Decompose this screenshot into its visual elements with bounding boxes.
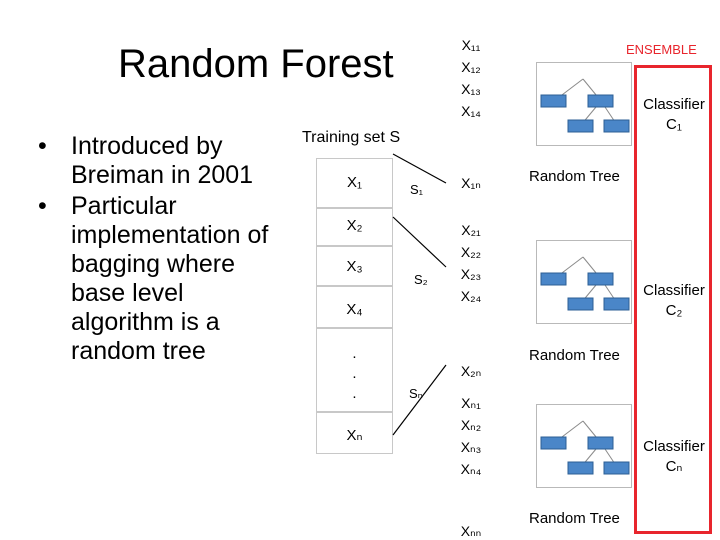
classifier-title: Classifier [643, 96, 705, 113]
bullet-list: • Introduced by Breiman in 2001 • Partic… [38, 132, 288, 368]
random-tree-diagram [536, 62, 632, 146]
tree-node [587, 272, 614, 286]
sample-item: X₂₃ [460, 266, 482, 282]
sample-item: X₁₃ [461, 81, 481, 97]
bullet-text: Introduced by Breiman in 2001 [71, 132, 254, 189]
ellipsis-dot: . [352, 385, 357, 402]
tree-node [587, 436, 614, 450]
random-tree-label: Random Tree [529, 510, 620, 527]
bullet-text: Particular implementation of bagging whe… [71, 192, 269, 365]
training-set-label: Training set S [302, 129, 401, 146]
bullet-item: • Particular implementation of bagging w… [38, 192, 288, 366]
training-row-ellipsis: . . . [316, 328, 393, 412]
bullet-dot-icon: • [38, 192, 47, 220]
classifier-label: Classifier Cₙ [630, 437, 718, 477]
ensemble-box [634, 65, 712, 534]
random-tree-label: Random Tree [529, 168, 620, 185]
bullet-item: • Introduced by Breiman in 2001 [38, 132, 288, 190]
sample-item: X₁₄ [461, 103, 481, 119]
tree-node [540, 436, 567, 450]
subset-samples: Xₙ₁ Xₙ₂ Xₙ₃ Xₙ₄ [448, 392, 494, 480]
sample-item: X₂₂ [460, 244, 482, 260]
tree-node [603, 119, 630, 133]
tree-node [567, 297, 594, 311]
training-row: X₄ [316, 286, 393, 328]
tree-node [603, 297, 630, 311]
tree-node [603, 461, 630, 475]
tree-node [587, 94, 614, 108]
training-row: X₃ [316, 246, 393, 286]
connector-line-s2 [392, 216, 447, 268]
subset-samples: X₂₁ X₂₂ X₂₃ X₂₄ [448, 219, 494, 307]
training-row: Xₙ [316, 412, 393, 454]
tree-node [567, 461, 594, 475]
subset-samples-last: X₂ₙ [448, 360, 494, 382]
random-tree-label: Random Tree [529, 347, 620, 364]
subset-label: S₁ [410, 182, 424, 197]
sample-item: X₁₂ [461, 59, 481, 75]
training-row-text: X₂ [346, 217, 363, 234]
tree-node [540, 94, 567, 108]
sample-item: X₂₁ [461, 222, 481, 238]
sample-item: Xₙ₂ [460, 417, 482, 433]
sample-item: X₂₄ [460, 288, 482, 304]
ellipsis-dot: . [352, 365, 357, 382]
sample-item: X₁ₙ [461, 175, 481, 191]
classifier-name: C₁ [666, 116, 682, 133]
sample-item: Xₙ₁ [461, 395, 481, 411]
training-row-text: X₃ [346, 258, 363, 275]
subset-label: Sₙ [409, 386, 423, 401]
subset-samples-last: Xₙₙ [448, 520, 494, 540]
subset-label: S₂ [414, 272, 428, 287]
classifier-label: Classifier C₁ [630, 95, 718, 135]
tree-node [540, 272, 567, 286]
tree-graphic [540, 78, 630, 133]
classifier-label: Classifier C₂ [630, 281, 718, 321]
sample-item: Xₙ₄ [460, 461, 482, 477]
subset-samples-last: X₁ₙ [448, 172, 494, 194]
ensemble-label: ENSEMBLE [626, 42, 697, 57]
random-tree-diagram [536, 240, 632, 324]
sample-item: X₂ₙ [460, 363, 482, 379]
training-row-text: X₄ [346, 301, 363, 318]
tree-graphic [540, 256, 630, 311]
random-tree-diagram [536, 404, 632, 488]
training-row-text: X₁ [346, 174, 363, 191]
sample-item: Xₙ₃ [460, 439, 482, 455]
classifier-title: Classifier [643, 438, 705, 455]
tree-graphic [540, 420, 630, 475]
classifier-name: Cₙ [665, 458, 683, 475]
slide-title: Random Forest [118, 42, 394, 86]
classifier-title: Classifier [643, 282, 705, 299]
tree-node [567, 119, 594, 133]
connector-line-s1 [392, 153, 447, 184]
ellipsis-dot: . [352, 345, 357, 362]
sample-item: Xₙₙ [460, 523, 482, 539]
classifier-name: C₂ [665, 302, 683, 319]
training-row: X₂ [316, 208, 393, 246]
sample-item: X₁₁ [461, 37, 481, 53]
training-row-text: Xₙ [346, 427, 363, 444]
subset-samples: X₁₁ X₁₂ X₁₃ X₁₄ [448, 34, 494, 122]
connector-line-sn [392, 364, 447, 436]
training-row: X₁ [316, 158, 393, 208]
bullet-dot-icon: • [38, 132, 47, 160]
